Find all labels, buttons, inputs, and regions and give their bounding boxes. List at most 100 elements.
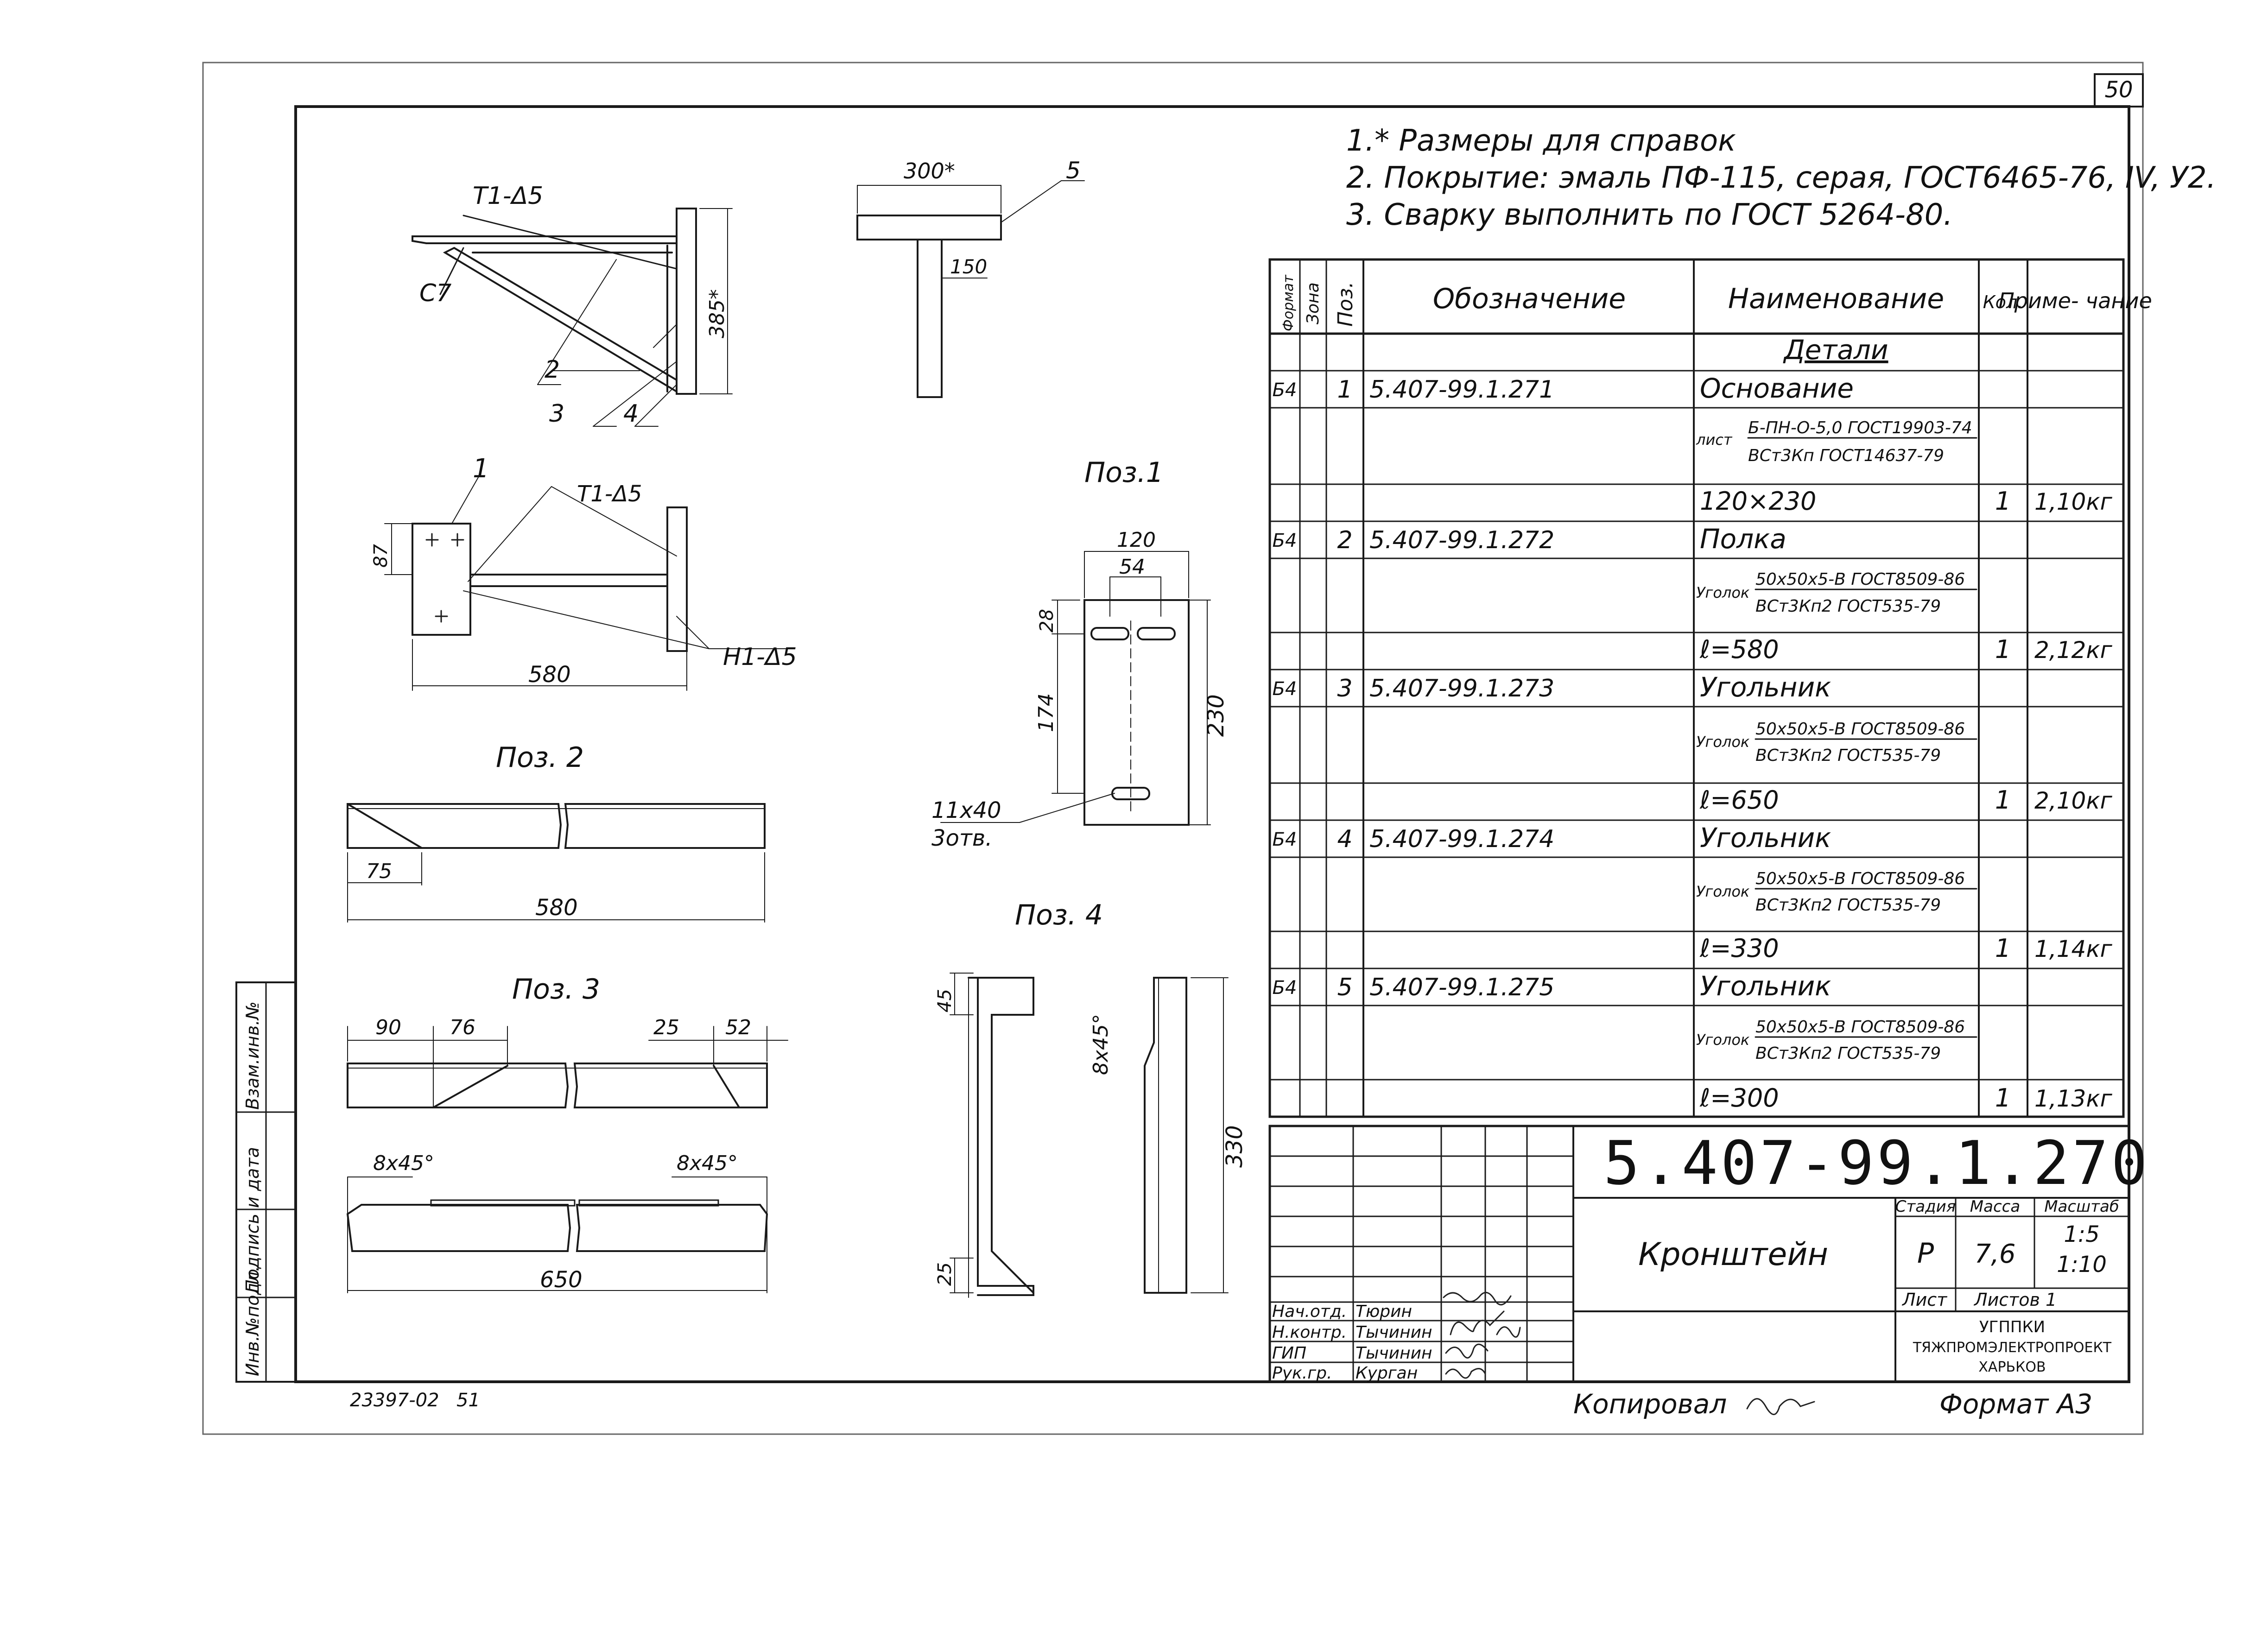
shelf-end-view bbox=[856, 180, 1085, 398]
org-line-1: УГППКИ bbox=[1979, 1318, 2045, 1336]
label-weld-h1: Н1-Δ5 bbox=[723, 643, 797, 671]
item-mass: 1,13кг bbox=[2034, 1085, 2113, 1112]
page-number: 50 bbox=[2104, 77, 2133, 103]
chamfer-pos4: 8x45° bbox=[1089, 1014, 1113, 1075]
pos4-part bbox=[950, 973, 1229, 1298]
label-scale: Масштаб bbox=[2044, 1197, 2119, 1216]
leader-label-3: 3 bbox=[549, 400, 564, 428]
footer: 23397-02 51 Копировал Формат А3 bbox=[350, 1388, 2092, 1420]
footer-inv: 23397-02 bbox=[350, 1390, 439, 1411]
item-format: Б4 bbox=[1273, 530, 1297, 551]
note-2: 2. Покрытие: эмаль ПФ-115, серая, ГОСТ64… bbox=[1346, 161, 2216, 195]
note-1: 1.* Размеры для справок bbox=[1346, 124, 1736, 158]
item-format: Б4 bbox=[1273, 678, 1297, 700]
dim-580-pos2: 580 bbox=[535, 895, 578, 921]
item-material-top: 50x50x5-В ГОСТ8509-86 bbox=[1755, 1018, 1965, 1037]
item-format: Б4 bbox=[1273, 380, 1297, 401]
item-designation: 5.407-99.1.271 bbox=[1369, 376, 1554, 404]
spec-rows: Б4 1 5.407-99.1.271 Основание лист Б-ПН-… bbox=[1273, 373, 2113, 1113]
item-qty: 1 bbox=[1995, 635, 2011, 664]
label-weld-t1-top: Т1-Δ5 bbox=[473, 182, 543, 210]
bracket-plan-view bbox=[384, 474, 788, 691]
item-designation: 5.407-99.1.272 bbox=[1369, 526, 1554, 554]
org-line-2: ТЯЖПРОМЭЛЕКТРОПРОЕКТ bbox=[1913, 1340, 2112, 1356]
dim-52: 52 bbox=[725, 1016, 751, 1039]
stamp-signature: Подпись и дата bbox=[242, 1147, 263, 1293]
scale-1: 1:5 bbox=[2064, 1221, 2099, 1247]
item-pos: 5 bbox=[1337, 974, 1352, 1001]
page-number-box bbox=[2094, 73, 2144, 108]
pos2-part bbox=[347, 803, 766, 923]
doc-title: Кронштейн bbox=[1638, 1236, 1828, 1273]
chamfer-right: 8x45° bbox=[677, 1151, 738, 1175]
dim-174: 174 bbox=[1034, 693, 1058, 732]
item-material-top: 50x50x5-В ГОСТ8509-86 bbox=[1755, 869, 1965, 888]
item-material-top: 50x50x5-В ГОСТ8509-86 bbox=[1755, 720, 1965, 739]
item-material-prefix: Уголок bbox=[1696, 584, 1750, 601]
leader-label-2: 2 bbox=[545, 356, 560, 384]
section-details: Детали bbox=[1782, 334, 1888, 366]
doc-number: 5.407-99.1.270 bbox=[1603, 1128, 2150, 1198]
item-size: ℓ=330 bbox=[1699, 934, 1779, 963]
item-size: ℓ=580 bbox=[1699, 635, 1779, 664]
header-pos: Поз. bbox=[1334, 282, 1357, 327]
signature-scribbles bbox=[1443, 1291, 1521, 1379]
item-designation: 5.407-99.1.275 bbox=[1369, 974, 1554, 1001]
outer-frame bbox=[202, 62, 2144, 1435]
label-sheets: Листов 1 bbox=[1973, 1290, 2057, 1310]
pos3-label: Поз. 3 bbox=[512, 973, 600, 1006]
note-3: 3. Сварку выполнить по ГОСТ 5264-80. bbox=[1346, 198, 1953, 232]
stage-value: Р bbox=[1917, 1237, 1934, 1270]
item-material-top: 50x50x5-В ГОСТ8509-86 bbox=[1755, 570, 1965, 589]
item-qty: 1 bbox=[1995, 934, 2011, 963]
copier-signature bbox=[1746, 1398, 1815, 1415]
footer-sheet: 51 bbox=[456, 1390, 480, 1411]
item-name: Угольник bbox=[1700, 671, 1831, 703]
item-name: Угольник bbox=[1700, 970, 1831, 1002]
hole-note-1: 11x40 bbox=[931, 797, 1001, 823]
spec-item-2: Б4 2 5.407-99.1.272 Полка Уголок 50x50x5… bbox=[1273, 523, 2113, 664]
dim-580-plan: 580 bbox=[528, 662, 571, 688]
pos2-label: Поз. 2 bbox=[496, 741, 584, 774]
scale-2: 1:10 bbox=[2057, 1252, 2107, 1278]
pos1-label: Поз.1 bbox=[1084, 456, 1164, 489]
sig-name-1: Тюрин bbox=[1356, 1302, 1412, 1321]
item-mass: 1,14кг bbox=[2034, 936, 2113, 962]
mass-value: 7,6 bbox=[1974, 1239, 2015, 1269]
header-name: Наименование bbox=[1728, 283, 1944, 315]
item-material-bottom: ВСт3Кп ГОСТ14637-79 bbox=[1748, 446, 1944, 465]
spec-item-4: Б4 4 5.407-99.1.274 Угольник Уголок 50x5… bbox=[1273, 822, 2113, 963]
dim-45: 45 bbox=[934, 989, 956, 1012]
chamfer-left: 8x45° bbox=[373, 1151, 434, 1175]
label-mass: Масса bbox=[1970, 1197, 2020, 1216]
dim-87: 87 bbox=[370, 544, 392, 568]
header-note: Приме- чание bbox=[1998, 288, 2152, 313]
item-material-prefix: Уголок bbox=[1696, 733, 1750, 751]
bracket-side-view bbox=[412, 208, 733, 427]
footer-copied: Копировал bbox=[1573, 1388, 1727, 1420]
dim-76: 76 bbox=[450, 1016, 475, 1039]
label-sheet: Лист bbox=[1901, 1290, 1948, 1310]
item-mass: 2,12кг bbox=[2034, 637, 2113, 664]
header-zone: Зона bbox=[1304, 282, 1323, 324]
dim-90: 90 bbox=[375, 1016, 401, 1039]
item-designation: 5.407-99.1.274 bbox=[1369, 825, 1554, 853]
dim-25b: 25 bbox=[934, 1262, 956, 1286]
sig-role-4: Рук.гр. bbox=[1272, 1364, 1332, 1383]
dim-75: 75 bbox=[366, 860, 392, 883]
dim-25: 25 bbox=[653, 1016, 679, 1039]
item-format: Б4 bbox=[1273, 977, 1297, 999]
header-qty: Кол. bbox=[1983, 292, 2023, 312]
item-pos: 2 bbox=[1337, 526, 1352, 554]
header-designation: Обозначение bbox=[1433, 283, 1626, 315]
item-material-prefix: Уголок bbox=[1696, 883, 1750, 900]
spec-table: Формат Зона Поз. Обозначение Наименовани… bbox=[1268, 258, 2152, 1118]
item-qty: 1 bbox=[1995, 1083, 2011, 1113]
sig-name-3: Тычинин bbox=[1356, 1344, 1432, 1363]
item-size: ℓ=300 bbox=[1699, 1083, 1779, 1113]
pos4-label: Поз. 4 bbox=[1015, 899, 1103, 931]
spec-row-lines bbox=[1269, 370, 2124, 1081]
dim-54: 54 bbox=[1119, 555, 1145, 579]
item-name: Полка bbox=[1700, 523, 1787, 555]
